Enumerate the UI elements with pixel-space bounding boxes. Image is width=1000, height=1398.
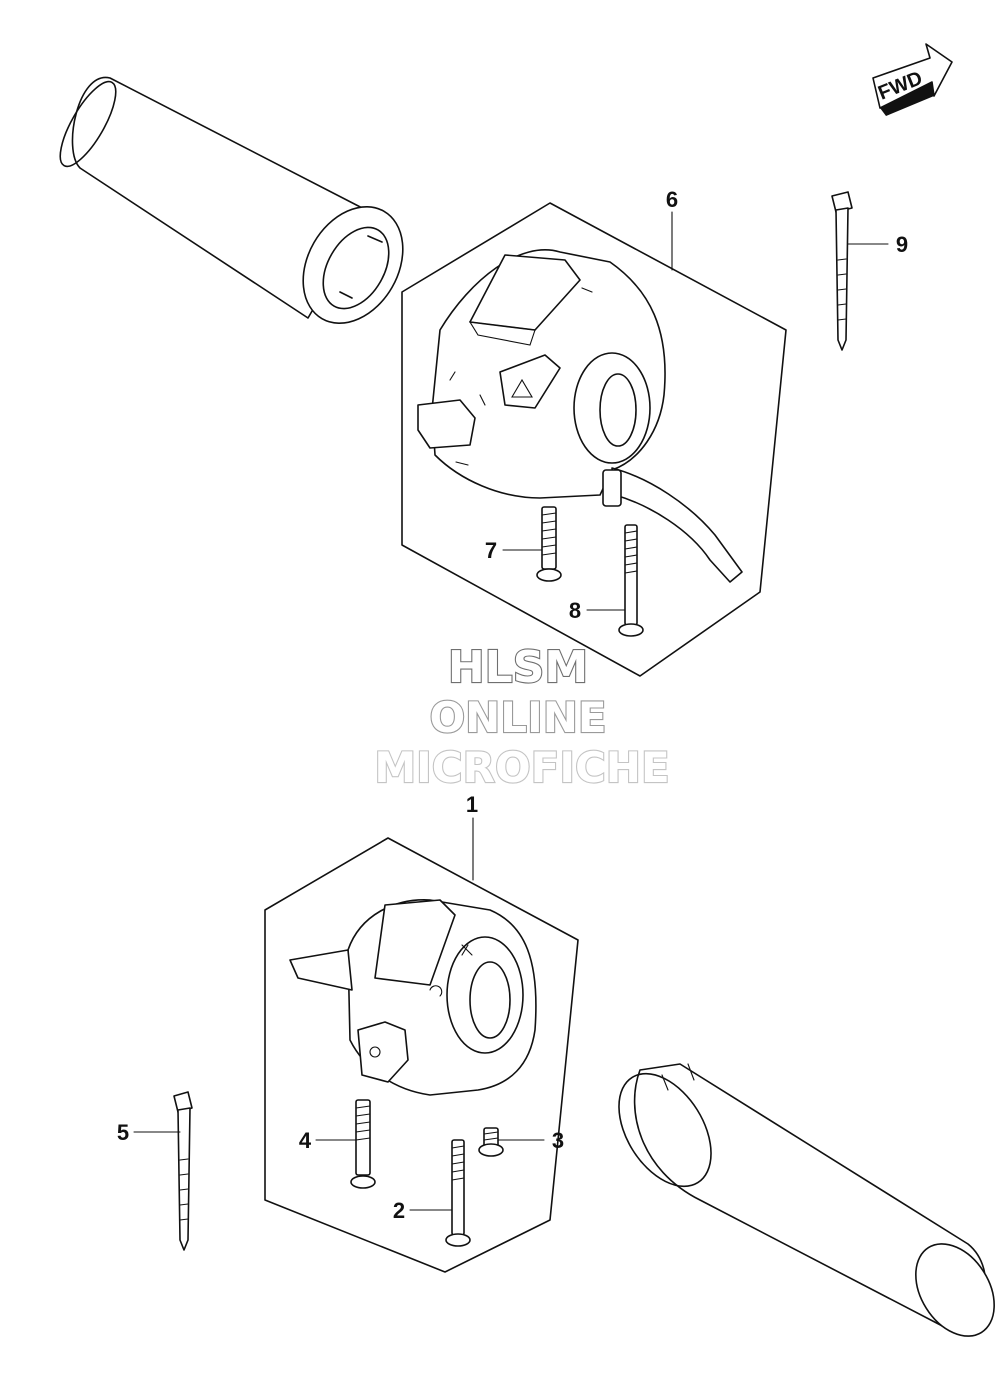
callout-7: 7 (485, 538, 497, 563)
watermark-line-1: HLSM (448, 642, 588, 693)
callout-9: 9 (896, 232, 908, 257)
screw-8 (618, 524, 644, 637)
callout-1: 1 (466, 792, 478, 817)
left-handlebar-switch-housing (417, 249, 743, 583)
callout-5: 5 (117, 1120, 129, 1145)
right-handlebar-switch-housing (289, 899, 537, 1096)
callout-4: 4 (299, 1128, 312, 1153)
screw-7 (536, 506, 562, 582)
upper-handlebar-grip (59, 76, 404, 325)
callout-2: 2 (393, 1198, 405, 1223)
upper-assembly-outline (401, 202, 787, 677)
lower-assembly-outline (264, 837, 579, 1273)
leader-lines (133, 211, 889, 1211)
throttle-grip (618, 1063, 995, 1337)
callout-3: 3 (552, 1128, 564, 1153)
watermark-line-3: MICROFICHE (374, 743, 669, 792)
callout-8: 8 (569, 598, 581, 623)
callout-6: 6 (666, 187, 678, 212)
screw-2 (445, 1139, 471, 1247)
cable-tie-9 (831, 191, 853, 351)
screw-4 (350, 1099, 376, 1189)
watermark: HLSM ONLINE MICROFICHE (373, 641, 670, 793)
cable-tie-5 (173, 1091, 193, 1251)
fwd-arrow-icon: FWD (872, 43, 953, 116)
watermark-line-2: ONLINE (429, 693, 606, 742)
screw-3 (478, 1127, 504, 1157)
